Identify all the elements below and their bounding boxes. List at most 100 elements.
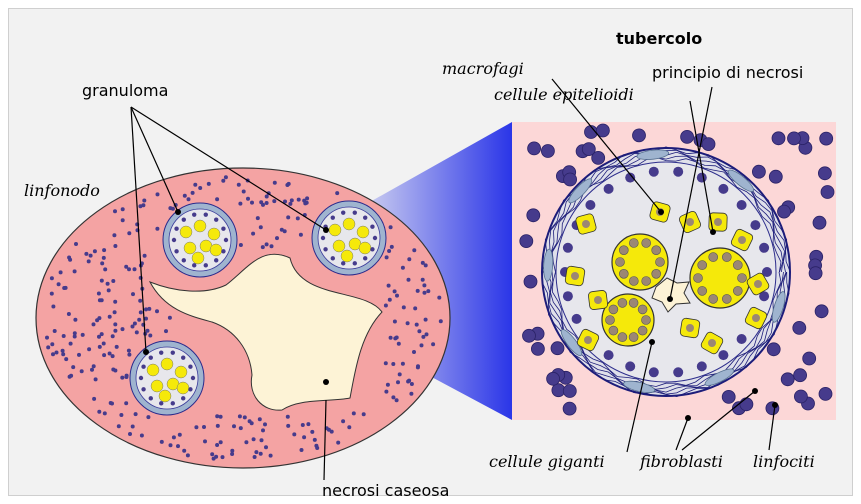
label-cellule-epitelioidi: cellule epitelioidi — [494, 85, 634, 104]
lymphocyte-dot — [401, 362, 405, 366]
small-lymphocyte — [174, 227, 178, 231]
panel-lymphocyte — [523, 329, 536, 342]
lymphocyte-dot — [62, 286, 66, 290]
lymphocyte-dot — [125, 374, 129, 378]
panel-lymphocyte — [813, 216, 826, 229]
small-lymphocyte — [141, 365, 145, 369]
lymphocyte-dot — [426, 289, 430, 293]
lymphocyte-dot — [164, 329, 168, 333]
small-giant-cell — [151, 380, 163, 392]
label-fibroblasti: fibroblasti — [639, 452, 723, 471]
lymphocyte-dot — [182, 449, 186, 453]
lymphocyte-dot — [396, 380, 400, 384]
panel-lymphocyte — [767, 343, 780, 356]
lymphocyte-dot — [280, 228, 284, 232]
label-linfociti: linfociti — [753, 452, 815, 471]
small-lymphocyte — [159, 401, 163, 405]
lymphocyte-dot — [168, 206, 172, 210]
lymphocyte-dot — [270, 244, 274, 248]
lymphocyte-dot — [385, 255, 389, 259]
lymphocyte-dot — [55, 351, 59, 355]
lymphocyte-dot — [269, 454, 273, 458]
ring-lymphocyte — [673, 167, 683, 177]
giant-cell-nucleus — [656, 258, 665, 267]
small-giant-cell — [210, 244, 222, 256]
lymphocyte-dot — [330, 430, 334, 434]
lymphocyte-dot — [59, 270, 63, 274]
panel-lymphocyte — [821, 186, 834, 199]
small-lymphocyte — [321, 236, 325, 240]
ring-lymphocyte — [563, 243, 573, 253]
lymphocyte-dot — [390, 245, 394, 249]
lymphocyte-dot — [246, 197, 250, 201]
lymphocyte-dot — [80, 369, 84, 373]
lymphocyte-dot — [252, 437, 256, 441]
lymphocyte-dot — [239, 243, 243, 247]
panel-lymphocyte — [778, 205, 791, 218]
lymphocyte-dot — [191, 191, 195, 195]
small-giant-cell — [180, 226, 192, 238]
epithelioid-nucleus — [752, 314, 760, 322]
lymphocyte-dot — [398, 372, 402, 376]
lymphocyte-dot — [260, 438, 264, 442]
lymphocyte-dot — [242, 190, 246, 194]
giant-cell-nucleus — [709, 253, 718, 262]
small-lymphocyte — [171, 401, 175, 405]
giant-cell-nucleus — [629, 298, 638, 307]
lymphocyte-dot — [421, 261, 425, 265]
lymphocyte-dot — [352, 411, 356, 415]
lymphocyte-dot — [422, 283, 426, 287]
ring-lymphocyte — [759, 243, 769, 253]
lymphocyte-dot — [261, 245, 265, 249]
lymphocyte-dot — [335, 191, 339, 195]
lymphocyte-dot — [215, 443, 219, 447]
lymphocyte-dot — [194, 425, 198, 429]
lymphocyte-dot — [57, 282, 61, 286]
lymphocyte-dot — [384, 304, 388, 308]
small-lymphocyte — [172, 238, 176, 242]
lymphocyte-dot — [127, 231, 131, 235]
small-lymphocyte — [224, 238, 228, 242]
giant-cell-nucleus — [733, 286, 742, 295]
giant-cell-nucleus — [733, 261, 742, 270]
lymphocyte-dot — [115, 345, 119, 349]
lymphocyte-dot — [87, 259, 91, 263]
epithelioid-nucleus — [708, 339, 716, 347]
lymphocyte-dot — [120, 376, 124, 380]
panel-lymphocyte — [752, 165, 765, 178]
giant-cell-nucleus — [629, 333, 638, 342]
small-lymphocyte — [181, 396, 185, 400]
panel-lymphocyte — [563, 402, 576, 415]
lymphocyte-dot — [288, 202, 292, 206]
panel-lymphocyte — [524, 275, 537, 288]
giant-cell-nucleus — [619, 246, 628, 255]
lymphocyte-dot — [61, 349, 65, 353]
lymphocyte-dot — [263, 422, 267, 426]
lymphocyte-dot — [437, 296, 441, 300]
lymphocyte-dot — [155, 227, 159, 231]
giant-cell-nucleus — [618, 333, 627, 342]
panel-lymphocyte — [740, 398, 753, 411]
lymphocyte-dot — [111, 334, 115, 338]
lymphocyte-dot — [261, 428, 265, 432]
lymphocyte-dot — [387, 249, 391, 253]
lymphocyte-dot — [395, 398, 399, 402]
lymphocyte-dot — [415, 323, 419, 327]
small-lymphocyte — [204, 212, 208, 216]
panel-lymphocyte — [564, 173, 577, 186]
small-giant-cell — [184, 242, 196, 254]
lymphocyte-dot — [119, 413, 123, 417]
lymphocyte-dot — [113, 310, 117, 314]
ring-lymphocyte — [649, 367, 659, 377]
lymphocyte-dot — [341, 419, 345, 423]
lymphocyte-dot — [113, 300, 117, 304]
lymphocyte-dot — [131, 292, 135, 296]
lymphocyte-dot — [250, 201, 254, 205]
lymphocyte-dot — [97, 316, 101, 320]
lymphocyte-dot — [221, 455, 225, 459]
lymphocyte-dot — [100, 261, 104, 265]
lymphocyte-dot — [45, 336, 49, 340]
lymphocyte-dot — [238, 414, 242, 418]
lymphocyte-dot — [238, 202, 242, 206]
label-macrofagi: macrofagi — [442, 59, 524, 78]
